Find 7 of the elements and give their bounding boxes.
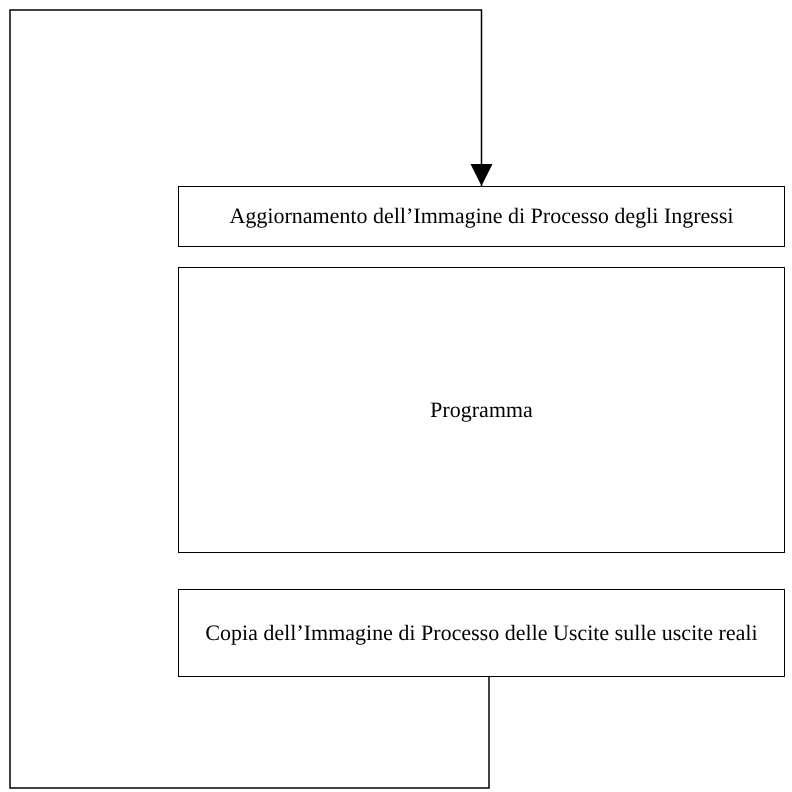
box-label: Copia dell’Immagine di Processo delle Uscite sulle uscite reali bbox=[204, 618, 759, 647]
process-box bbox=[178, 267, 785, 553]
box-label: Aggiornamento dell’Immagine di Processo degli Ingressi bbox=[228, 202, 735, 230]
box-label: Programma bbox=[429, 396, 534, 424]
arrow bbox=[9, 9, 492, 789]
process-box bbox=[178, 186, 785, 247]
process-box bbox=[178, 589, 785, 677]
